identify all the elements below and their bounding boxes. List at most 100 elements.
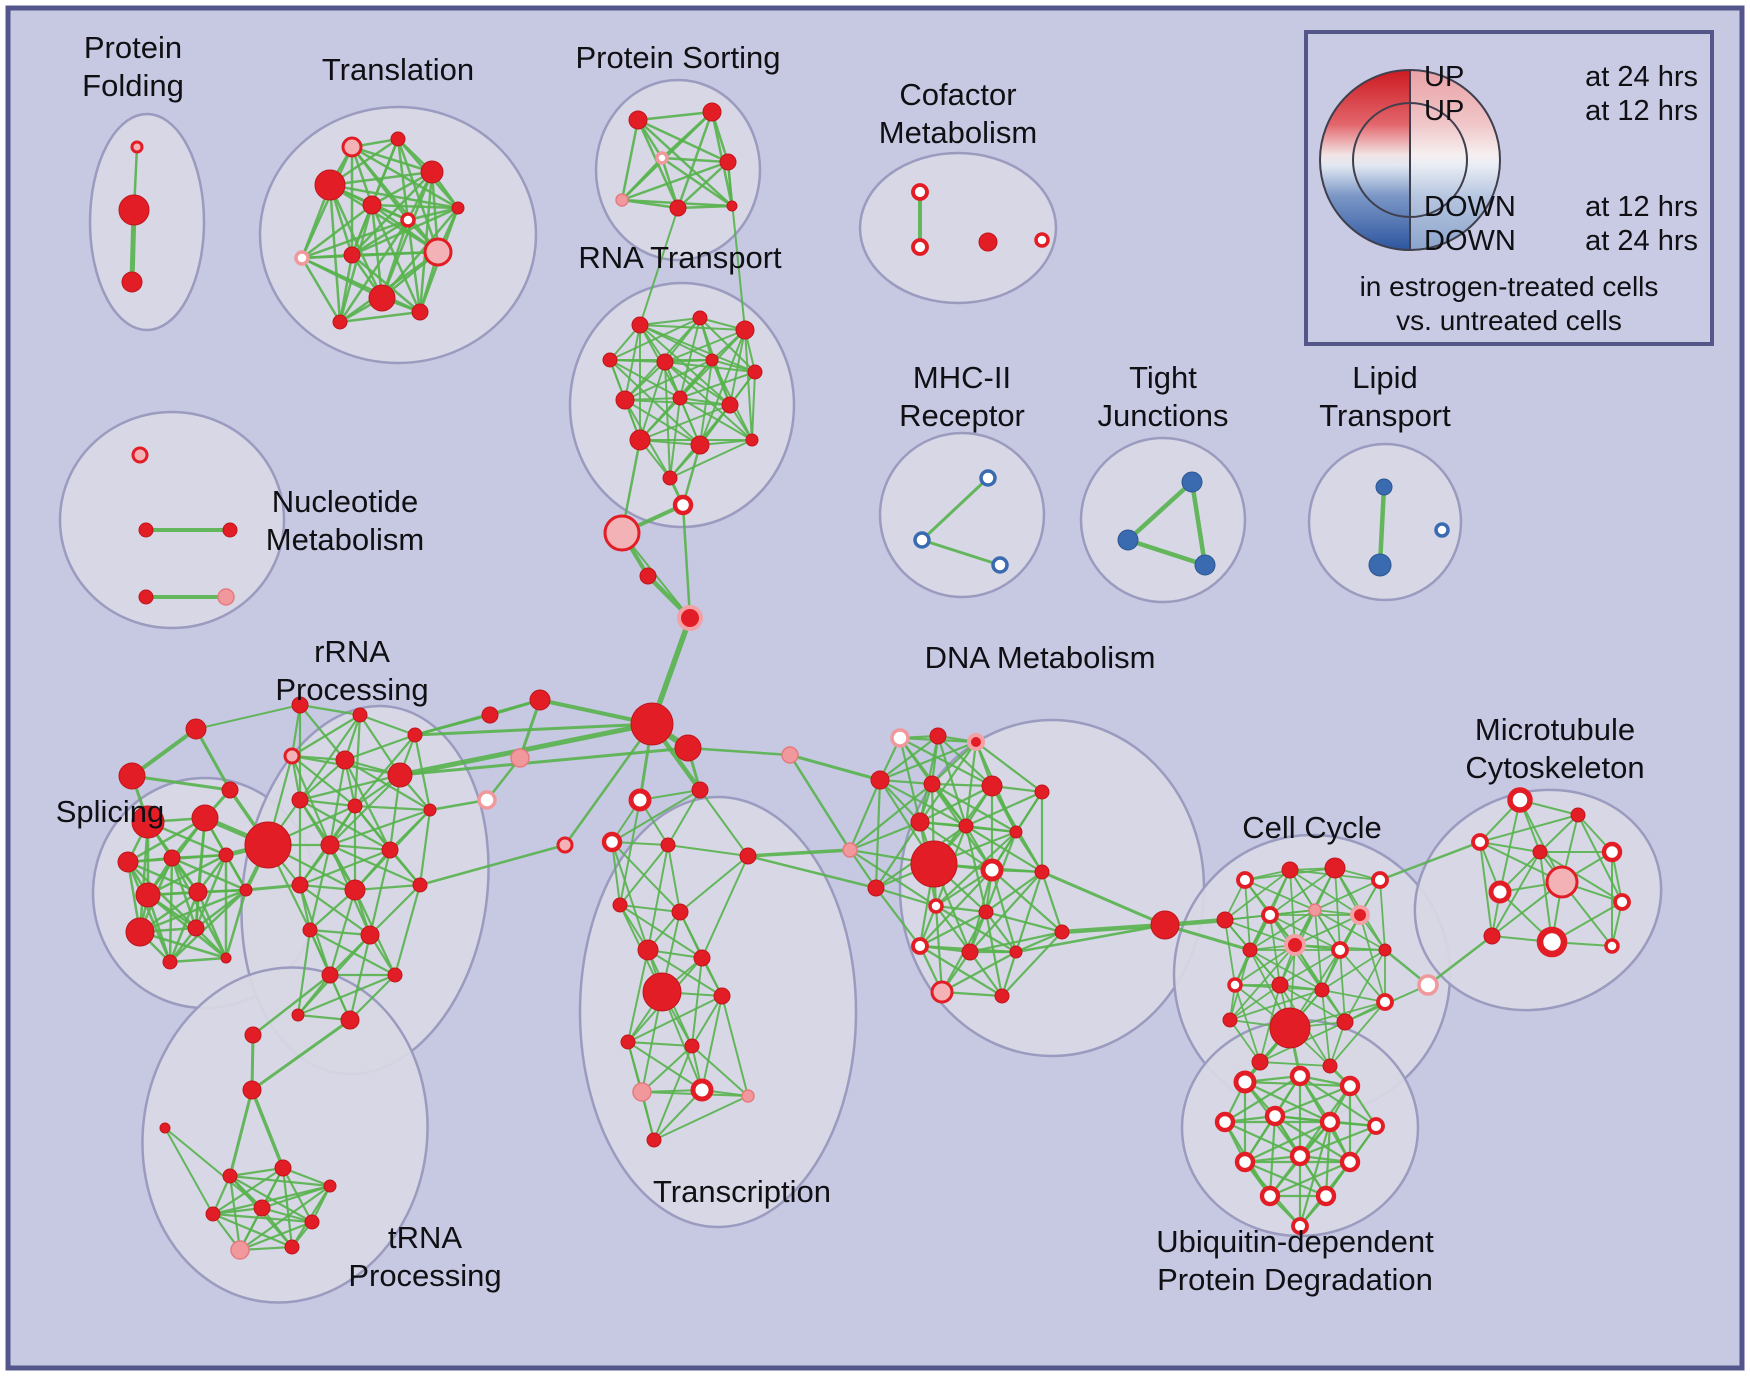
node-mh1 [979,469,997,487]
cluster-edge [1268,1160,1352,1198]
cluster-edge [406,206,460,222]
cluster-edge [984,910,1018,954]
cluster-edge [934,904,988,914]
node-r9 [423,803,437,817]
node-b10 [510,748,530,768]
cluster-edge [609,359,701,446]
node-r6 [387,762,413,788]
node-u12 [1315,1185,1337,1207]
cluster-edge [1314,879,1381,911]
cluster-edge [1268,1114,1277,1198]
cluster-edge [338,218,410,324]
cluster-edge [298,773,402,802]
node-c11 [1331,941,1349,959]
node-s12 [220,952,232,964]
cluster-edge [653,1089,703,1141]
node-d8 [910,812,930,832]
cluster-edge [1321,989,1331,1067]
cluster-label-trna-processing: tRNA [388,1220,462,1255]
node-tc14 [632,1082,652,1102]
node-tc10 [642,972,682,1012]
node-tc16 [741,1089,755,1103]
cluster-edge [874,820,922,890]
cluster-edge [918,910,988,948]
node-c8 [1350,905,1370,925]
node-ps6 [669,199,687,217]
node-s3 [117,851,139,873]
node-r20 [340,1010,360,1030]
cluster-edge [1014,830,1044,874]
cluster-edge [848,782,934,852]
node-tr7 [205,1206,221,1222]
cluster-edge [328,758,347,847]
cluster-edge [168,890,200,964]
cluster-edge [328,773,402,847]
node-mcx [1417,974,1439,996]
network-edge [164,1127,263,1209]
node-c2 [1281,861,1299,879]
node-tc6 [612,897,628,913]
legend-up12-time: at 12 hrs [1585,95,1698,127]
cluster-edge [418,808,432,887]
node-r21 [291,1008,305,1022]
node-t2 [390,131,406,147]
node-s10 [187,919,205,937]
node-lt1 [1375,478,1393,496]
cluster-label-microtubule-cytoskeleton: Microtubule [1475,712,1635,747]
cluster-edge [1040,870,1064,934]
cluster-edge [238,1184,332,1252]
node-s8 [239,883,253,897]
node-r12 [381,841,399,859]
cluster-edge [353,713,362,808]
cluster-edge [848,778,882,852]
node-d22 [1054,924,1070,940]
cluster-edge [1298,1120,1332,1228]
cluster-label-ubiquitin-degradation: Protein Degradation [1157,1262,1433,1297]
cluster-mhc-ii-receptor [878,431,1046,599]
node-d18 [961,943,979,961]
cluster-edge [664,361,731,406]
cluster-edge [1539,851,1623,903]
node-m7 [1545,865,1579,899]
cluster-edge [1243,1160,1328,1198]
cluster-edge [328,808,432,847]
cluster-edge [1273,1114,1352,1164]
cluster-edge [1259,1061,1331,1067]
cluster-edge [664,361,756,373]
node-d7 [1034,784,1050,800]
cluster-edge [968,870,1044,954]
node-r2 [352,707,368,723]
node-ps5 [615,193,629,207]
node-u5 [1264,1105,1286,1127]
node-m11 [1604,938,1620,954]
cluster-edge [848,820,922,852]
node-d17 [911,937,929,955]
node-pf3 [121,271,143,293]
cluster-edge [138,888,248,934]
node-pf2 [118,194,150,226]
cluster-edge [669,439,753,479]
cluster-edge [653,1095,749,1141]
node-d12 [980,858,1004,882]
cluster-edge [298,883,372,937]
cluster-edge [350,253,422,314]
cluster-edge [290,754,357,808]
node-b8 [529,689,551,711]
node-t6 [400,212,416,228]
node-t9 [423,237,453,267]
node-nm3 [222,522,238,538]
network-edge [1125,479,1195,543]
cluster-edge [1014,930,1064,954]
node-u3 [1339,1075,1361,1097]
cluster-edge [636,110,714,122]
network-edge [228,1088,254,1178]
network-edge [164,1127,214,1215]
node-t4 [420,160,444,184]
node-r18 [321,966,339,984]
network-edge [681,503,692,620]
network-edge [413,722,654,737]
cluster-edge [350,206,460,257]
legend-down12-direction: DOWN [1424,191,1516,223]
cluster-edge [627,1041,703,1091]
cluster-edge [611,841,649,951]
